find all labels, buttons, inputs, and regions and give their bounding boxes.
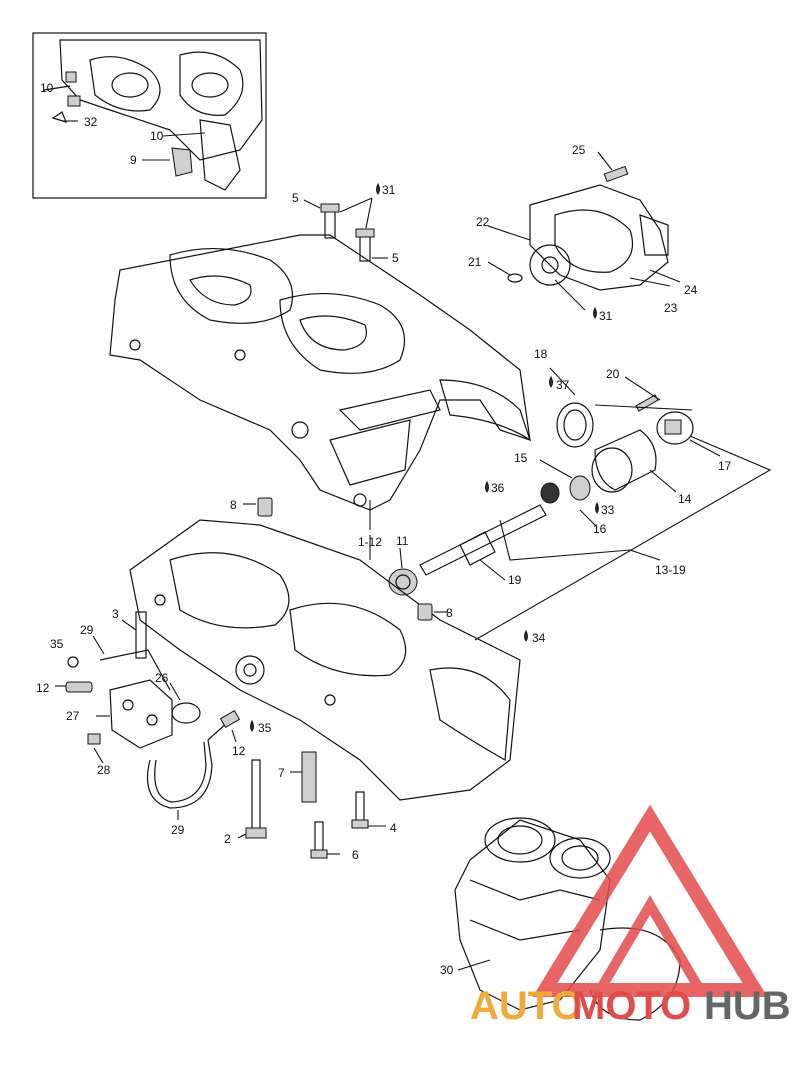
- callout-23: 23: [664, 301, 678, 315]
- bolt-2: [237, 759, 267, 839]
- callout-16: 16: [593, 522, 607, 536]
- callout-13-19: 13-19: [655, 563, 686, 577]
- callout-29: 29: [80, 623, 94, 637]
- stud-7: [290, 751, 317, 803]
- callout-17: 17: [718, 459, 732, 473]
- drive-shaft-19: [388, 504, 547, 596]
- watermark-auto: AUTO: [470, 984, 583, 1028]
- callout-31: 31: [382, 183, 396, 197]
- callout-9: 9: [130, 153, 137, 167]
- callout-30: 30: [440, 963, 454, 977]
- callout-25: 25: [572, 143, 586, 157]
- callout-18: 18: [534, 347, 548, 361]
- callout-5: 5: [392, 251, 399, 265]
- callout-28: 28: [97, 763, 111, 777]
- callout-27: 27: [66, 709, 80, 723]
- water-pump-housing: [487, 151, 681, 311]
- lower-crankcase: [129, 519, 521, 801]
- callout-11: 11: [396, 534, 409, 548]
- bearing-seal-assembly: [474, 367, 772, 641]
- callout-7: 7: [278, 766, 285, 780]
- callout-24: 24: [684, 283, 698, 297]
- callout-37: 37: [556, 378, 570, 392]
- callout-20: 20: [606, 367, 620, 381]
- callout-22: 22: [476, 215, 490, 229]
- callout-35: 35: [50, 637, 64, 651]
- callout-4: 4: [390, 821, 397, 835]
- watermark-moto: MOTO: [572, 984, 691, 1028]
- bolt-4: [351, 791, 386, 829]
- stud-3: [121, 611, 147, 659]
- upper-crankcase: [109, 234, 532, 530]
- watermark-text: AUTO MOTO HUB: [470, 984, 791, 1028]
- dowel-pin-8-bottom: [417, 603, 448, 621]
- callout-2: 2: [224, 832, 231, 846]
- callout-15: 15: [514, 451, 528, 465]
- callout-34: 34: [532, 631, 546, 645]
- callout-35: 35: [258, 721, 272, 735]
- callout-29: 29: [171, 823, 185, 837]
- callout-31: 31: [599, 309, 613, 323]
- callout-10: 10: [150, 129, 164, 143]
- callout-36: 36: [491, 481, 505, 495]
- callout-10: 10: [40, 81, 54, 95]
- callout-6: 6: [352, 848, 359, 862]
- callout-8: 8: [446, 606, 453, 620]
- callout-26: 26: [155, 671, 169, 685]
- watermark-logo: [532, 804, 768, 997]
- inset-detail-view: [32, 32, 267, 199]
- oil-pump-assembly: [55, 635, 241, 820]
- bolt-5-left: [303, 199, 340, 239]
- bolt-5-right: [339, 197, 388, 262]
- callout-32: 32: [84, 115, 98, 129]
- callout-33: 33: [601, 503, 615, 517]
- dowel-pin-8-top: [243, 497, 273, 517]
- callout-12: 12: [36, 681, 50, 695]
- callout-21: 21: [468, 255, 482, 269]
- callout-1-12: 1-12: [358, 535, 382, 549]
- callout-12: 12: [232, 744, 246, 758]
- sealant-markers: [250, 182, 599, 732]
- callout-5: 5: [292, 191, 299, 205]
- bolt-6: [310, 821, 340, 859]
- callout-14: 14: [678, 492, 692, 506]
- callout-19: 19: [508, 573, 522, 587]
- callout-3: 3: [112, 607, 119, 621]
- watermark-hub: HUB: [704, 984, 791, 1028]
- callout-labels: 10 32 10 9 25 5 31 5 22 21 24 23 31 18 3…: [36, 81, 732, 977]
- callout-8: 8: [230, 498, 237, 512]
